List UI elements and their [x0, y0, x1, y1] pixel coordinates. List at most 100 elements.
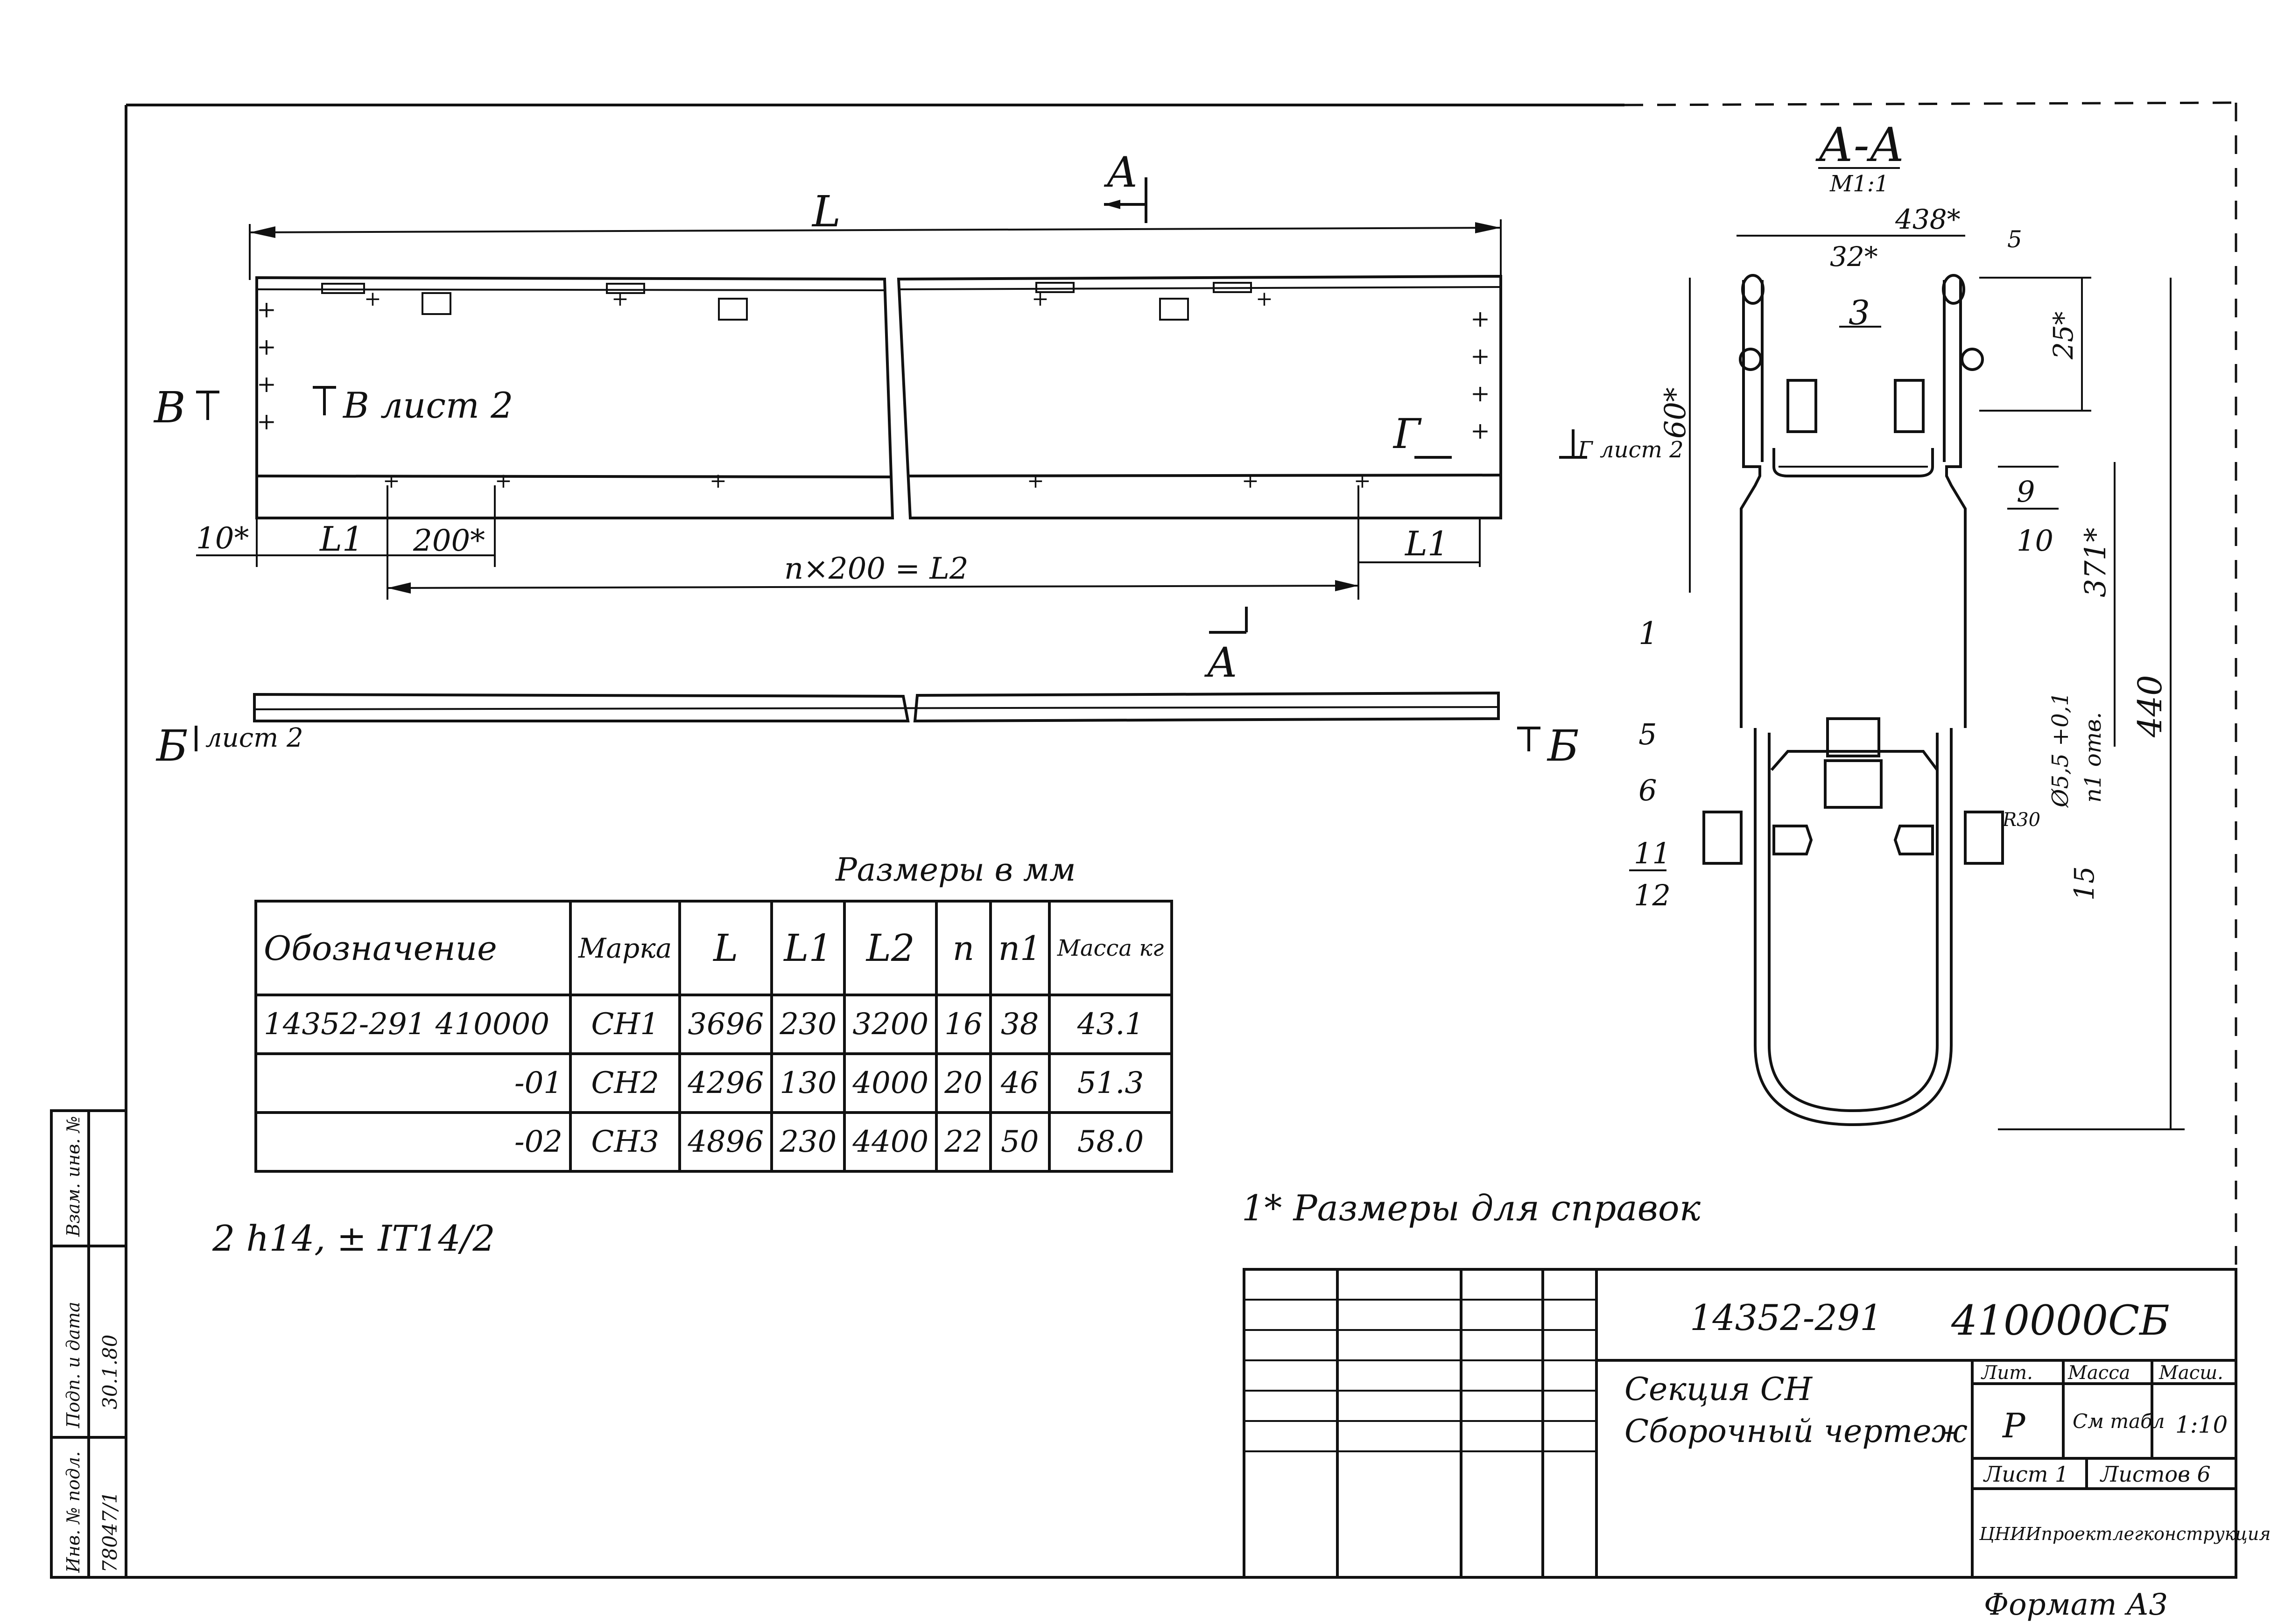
callout-11: 11 — [1634, 836, 1671, 870]
svg-text:+: + — [1470, 305, 1490, 332]
header-n1: n1 — [989, 900, 1051, 996]
cell-L: 3696 — [678, 994, 773, 1055]
cell-mass: 43.1 — [1048, 994, 1174, 1055]
dim-440: 440 — [2131, 675, 2169, 738]
callout-10: 10 — [2017, 524, 2053, 558]
svg-text:+: + — [495, 469, 512, 493]
dim-371: 371* — [2078, 528, 2112, 597]
title-name-2: Сборочный чертеж — [1624, 1413, 1968, 1450]
format-label: Формат А3 — [1984, 1588, 2168, 1622]
section-aa-scale: М1:1 — [1829, 171, 1889, 197]
svg-text:+: + — [257, 371, 276, 398]
dim-n200: n×200 = L2 — [784, 552, 969, 586]
mark-g: Г — [1392, 410, 1422, 458]
main-view: L А + + + + + + + + — [153, 148, 1684, 600]
tolerance-note: 2 h14, ± IT14/2 — [212, 1218, 495, 1259]
header-mark: Марка — [569, 900, 682, 996]
cell-n: 16 — [935, 994, 992, 1055]
mark-g-sheet: Г лист 2 — [1577, 437, 1684, 463]
svg-text:+: + — [1470, 380, 1490, 407]
callout-9: 9 — [2017, 475, 2035, 509]
dim-25: 25* — [2047, 311, 2079, 360]
mark-b-bottom-left: Б — [155, 721, 188, 771]
svg-text:+: + — [257, 408, 276, 435]
cell-L2: 4400 — [843, 1111, 938, 1173]
title-doc-number: 14352-291 — [1690, 1297, 1883, 1338]
scale-header: Масш. — [2158, 1362, 2223, 1384]
mass-value: См табл — [2073, 1410, 2165, 1433]
table-row: 14352-291 410000 СН1 3696 230 3200 16 38… — [254, 994, 1174, 1055]
stamp-sign-value: 30.1.80 — [98, 1335, 121, 1409]
callout-6: 6 — [1638, 773, 1657, 807]
mark-b-bottom-right: Б — [1547, 721, 1579, 771]
svg-text:+: + — [1354, 469, 1371, 493]
cell-designation: -01 — [254, 1052, 572, 1114]
svg-text:+: + — [1027, 469, 1044, 493]
cell-L: 4296 — [678, 1052, 773, 1114]
scale-value: 1:10 — [2175, 1411, 2228, 1438]
svg-text:+: + — [1032, 287, 1049, 311]
dim-L1-right: L1 — [1404, 524, 1449, 563]
cell-n: 22 — [935, 1111, 992, 1173]
callout-1: 1 — [1638, 616, 1658, 651]
mark-b-sheet: В лист 2 — [342, 385, 513, 426]
callout-5: 5 — [1638, 717, 1657, 751]
table-caption: Размеры в мм — [836, 852, 1076, 889]
title-doc-code: 410000СБ — [1951, 1296, 2170, 1344]
stamp-replace-label: Взам. инв. № — [63, 1116, 84, 1237]
svg-text:+: + — [612, 287, 629, 311]
cell-n1: 50 — [989, 1111, 1051, 1173]
stamp-sign-label: Подп. и дата — [63, 1302, 84, 1428]
dim-L1-left: L1 — [319, 519, 364, 559]
hole-note-2: n1 отв. — [2080, 712, 2106, 803]
hole-note: Ø5,5 +0,1 — [2047, 692, 2074, 808]
callout-12: 12 — [1634, 878, 1671, 912]
table-row: -02 СН3 4896 230 4400 22 50 58.0 — [254, 1111, 1174, 1173]
cell-L1: 230 — [770, 994, 846, 1055]
section-mark-a-bottom: А — [1204, 638, 1238, 686]
sheet-count: Листов 6 — [2100, 1462, 2211, 1487]
cell-mark: СН3 — [569, 1111, 682, 1173]
section-mark-a-top: А — [1104, 148, 1138, 197]
dim-15: 15 — [2068, 866, 2100, 901]
table-row: -01 СН2 4296 130 4000 20 46 51.3 — [254, 1052, 1174, 1114]
svg-text:+: + — [383, 469, 400, 493]
title-name-1: Секция СН — [1624, 1371, 1813, 1408]
mass-header: Масса — [2067, 1362, 2130, 1384]
header-designation: Обозначение — [254, 900, 572, 996]
cell-mass: 51.3 — [1048, 1052, 1174, 1114]
cell-n: 20 — [935, 1052, 992, 1114]
stamp-inv-value: 78047/1 — [98, 1491, 121, 1573]
cell-L2: 4000 — [843, 1052, 938, 1114]
spec-table: Обозначение Марка L L1 L2 n n1 Масса кг … — [254, 900, 1174, 1173]
cell-designation: -02 — [254, 1111, 572, 1173]
section-aa: А-А М1:1 438* 32* 5 3 25* 60* 371* 440 9 — [1629, 118, 2185, 1130]
dim-438: 438* — [1895, 203, 1961, 235]
title-block: 14352-291 410000СБ Секция СН Сборочный ч… — [1243, 1268, 2271, 1622]
svg-text:+: + — [710, 469, 727, 493]
sheet-number: Лист 1 — [1983, 1462, 2068, 1487]
dim-L-label: L — [811, 187, 841, 237]
cell-n1: 46 — [989, 1052, 1051, 1114]
dim-5: 5 — [2007, 226, 2022, 253]
reference-note: 1* Размеры для справок — [1242, 1187, 1701, 1229]
header-mass: Масса кг — [1048, 900, 1174, 996]
header-L2: L2 — [843, 900, 938, 996]
cell-L1: 130 — [770, 1052, 846, 1114]
cell-L: 4896 — [678, 1111, 773, 1173]
dim-32: 32* — [1830, 241, 1878, 273]
svg-text:+: + — [1470, 343, 1490, 370]
side-stamp: Инв. № подл. 78047/1 Подп. и дата 30.1.8… — [50, 1109, 127, 1579]
cell-L1: 230 — [770, 1111, 846, 1173]
section-aa-title: А-А — [1815, 118, 1905, 172]
radius-note: R30 — [2002, 809, 2040, 831]
mark-b-left: В — [153, 383, 186, 433]
svg-text:+: + — [1242, 469, 1259, 493]
stage-header: Лит. — [1981, 1362, 2033, 1384]
cell-designation: 14352-291 410000 — [254, 994, 572, 1055]
mark-b-bottom-sheet: лист 2 — [205, 723, 303, 753]
cell-L2: 3200 — [843, 994, 938, 1055]
cell-n1: 38 — [989, 994, 1051, 1055]
stamp-inv-label: Инв. № подл. — [63, 1451, 84, 1573]
